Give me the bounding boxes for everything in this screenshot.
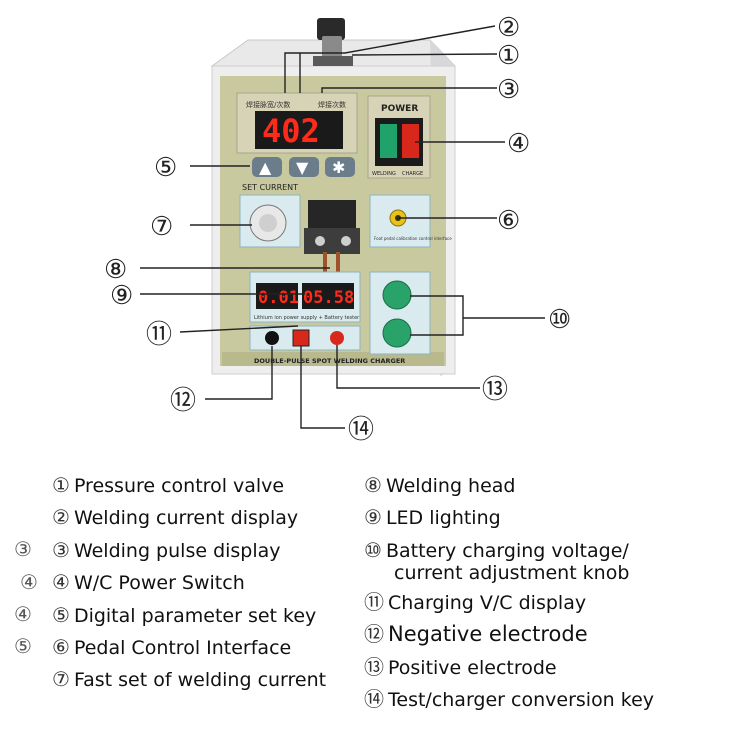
key-star-icon[interactable]: ✱ (332, 158, 345, 177)
legend-number: ⑥ (52, 635, 70, 659)
legend-text: Fast set of welding current (73, 669, 327, 691)
callout-10: ⑩ (548, 305, 571, 335)
legend-text: Test/charger conversion key (388, 689, 655, 711)
legend-text: Pedal Control Interface (73, 637, 292, 659)
legend-item: current adjustment knob (394, 562, 629, 584)
callout-3: ③ (497, 75, 520, 105)
callout-9: ⑨ (110, 281, 133, 311)
callout-12: ⑫ (170, 386, 196, 416)
callout-13: ⑬ (482, 375, 508, 405)
power-switch: POWER WELDING CHARGE (367, 95, 431, 179)
legend-text: LED lighting (385, 507, 501, 529)
legend-text: current adjustment knob (394, 562, 630, 584)
set-current-dial: SET CURRENT (239, 183, 301, 248)
pedal-interface: Foot pedal calibration control interface (369, 194, 452, 248)
conversion-key[interactable] (292, 329, 310, 347)
legend-number: ⑫ (364, 622, 384, 646)
legend-text: Charging V/C display (388, 592, 587, 614)
bottom-brand: DOUBLE-PULSE SPOT WELDING CHARGER (254, 357, 405, 365)
legend-text: Pressure control valve (73, 475, 285, 497)
callout-8: ⑧ (104, 255, 127, 285)
legend-number: ⑭ (364, 687, 384, 711)
current-knob[interactable] (382, 280, 412, 310)
callout-numbers: ② ① ③ ④ ⑤ ⑥ ⑦ ⑧ ⑨ ⑩ ⑪ ⑫ ⑬ ⑭ (104, 13, 571, 445)
switch-right-label: CHARGE (402, 171, 423, 177)
voltage-knob[interactable] (382, 318, 412, 348)
legend-number: ⑦ (52, 667, 70, 691)
switch-charge[interactable] (402, 124, 419, 158)
callout-7: ⑦ (150, 212, 173, 242)
callout-11: ⑪ (146, 320, 172, 350)
legend-number: ① (52, 473, 70, 497)
power-label: POWER (381, 104, 418, 114)
legend-number: ⑪ (364, 590, 384, 614)
legend-number: ⑨ (364, 505, 382, 529)
key-up-icon[interactable]: ▲ (259, 158, 272, 177)
legend-text: Welding current display (73, 507, 299, 529)
pressure-valve (313, 18, 353, 66)
legend-number: ② (52, 505, 70, 529)
legend-text: Digital parameter set key (73, 605, 317, 627)
legend-text: Battery charging voltage/ (385, 540, 629, 562)
stray-number: ④ (14, 602, 32, 626)
switch-left-label: WELDING (372, 171, 396, 177)
charging-display: 0.01 05.58 Lithium ion power supply + Ba… (249, 271, 361, 323)
set-current-label: SET CURRENT (242, 183, 298, 192)
legend-text: Negative electrode (388, 622, 588, 646)
legend-number: ⑤ (52, 603, 70, 627)
legend-text: Welding pulse display (73, 540, 281, 562)
callout-2: ② (497, 13, 520, 43)
battery-tester-label: Lithium ion power supply + Battery teste… (254, 315, 360, 321)
pedal-label: Foot pedal calibration control interface (374, 236, 452, 241)
legend-number: ③ (52, 538, 70, 562)
electrodes-panel: DOUBLE-PULSE SPOT WELDING CHARGER (249, 325, 405, 365)
charging-knobs (369, 271, 431, 355)
stray-number: ③ (14, 537, 32, 561)
welding-head-unit (304, 200, 360, 282)
leader-lines (140, 25, 545, 429)
switch-welding[interactable] (380, 124, 397, 158)
parameter-set-keys: ▲ ▼ ✱ (252, 157, 355, 177)
label-top-right: 焊接次数 (318, 100, 346, 109)
display-left: 0.01 (258, 288, 299, 308)
display-right: 05.58 (303, 288, 354, 308)
legend-number: ④ (52, 570, 70, 594)
welding-current-display: 焊接脉宽/次数 焊接次数 402 (236, 92, 358, 154)
stray-number: ⑤ (14, 634, 32, 658)
label-top-left: 焊接脉宽/次数 (246, 100, 290, 109)
callout-4: ④ (507, 129, 530, 159)
legend-number: ⑬ (364, 655, 384, 679)
legend-text: Welding head (385, 475, 516, 497)
callout-1: ① (497, 41, 520, 71)
legend-number: ⑧ (364, 473, 382, 497)
legend-text: Positive electrode (388, 657, 557, 679)
callout-6: ⑥ (497, 206, 520, 236)
callout-14: ⑭ (348, 415, 374, 445)
legend-text: W/C Power Switch (73, 572, 245, 594)
callout-5: ⑤ (154, 153, 177, 183)
negative-electrode[interactable] (265, 331, 279, 345)
positive-electrode[interactable] (330, 331, 344, 345)
key-down-icon[interactable]: ▼ (296, 158, 309, 177)
legend-number: ⑩ (364, 538, 382, 562)
stray-number: ④ (20, 570, 38, 594)
display-welding-current: 402 (262, 112, 320, 150)
